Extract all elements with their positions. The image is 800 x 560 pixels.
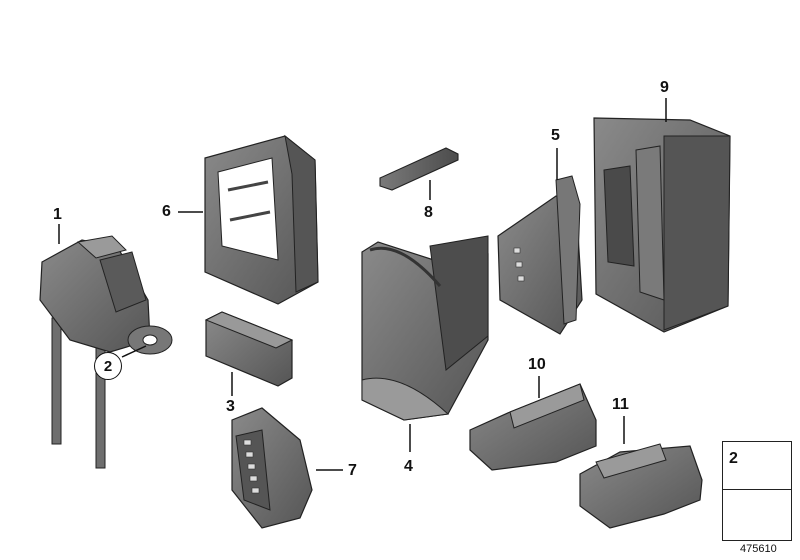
part-9-fusebox	[593, 117, 731, 333]
part-10-holder	[469, 383, 597, 471]
catalog-number: 475610	[740, 543, 777, 555]
callout-9: 9	[660, 79, 669, 96]
callout-10: 10	[528, 356, 546, 373]
legend-box: 2	[722, 441, 792, 541]
callout-6: 6	[162, 203, 171, 220]
callout-7: 7	[348, 462, 357, 479]
callout-11: 11	[612, 396, 629, 413]
part-7-connector	[231, 407, 313, 529]
part-1-connector	[39, 235, 173, 469]
callout-1: 1	[53, 206, 62, 223]
part-5-connector	[497, 175, 583, 335]
callout-4: 4	[404, 458, 413, 475]
callout-2: 2	[94, 352, 122, 380]
part-6-frame	[204, 134, 319, 305]
part-4-housing	[361, 235, 489, 421]
callout-8: 8	[424, 204, 433, 221]
part-3-block	[204, 311, 294, 387]
legend-divider	[723, 489, 791, 490]
callout-3: 3	[226, 398, 235, 415]
legend-number: 2	[729, 450, 738, 467]
callout-5: 5	[551, 127, 560, 144]
leader-2	[121, 345, 147, 358]
part-11-holder	[579, 443, 703, 529]
part-8-bar	[379, 147, 459, 191]
